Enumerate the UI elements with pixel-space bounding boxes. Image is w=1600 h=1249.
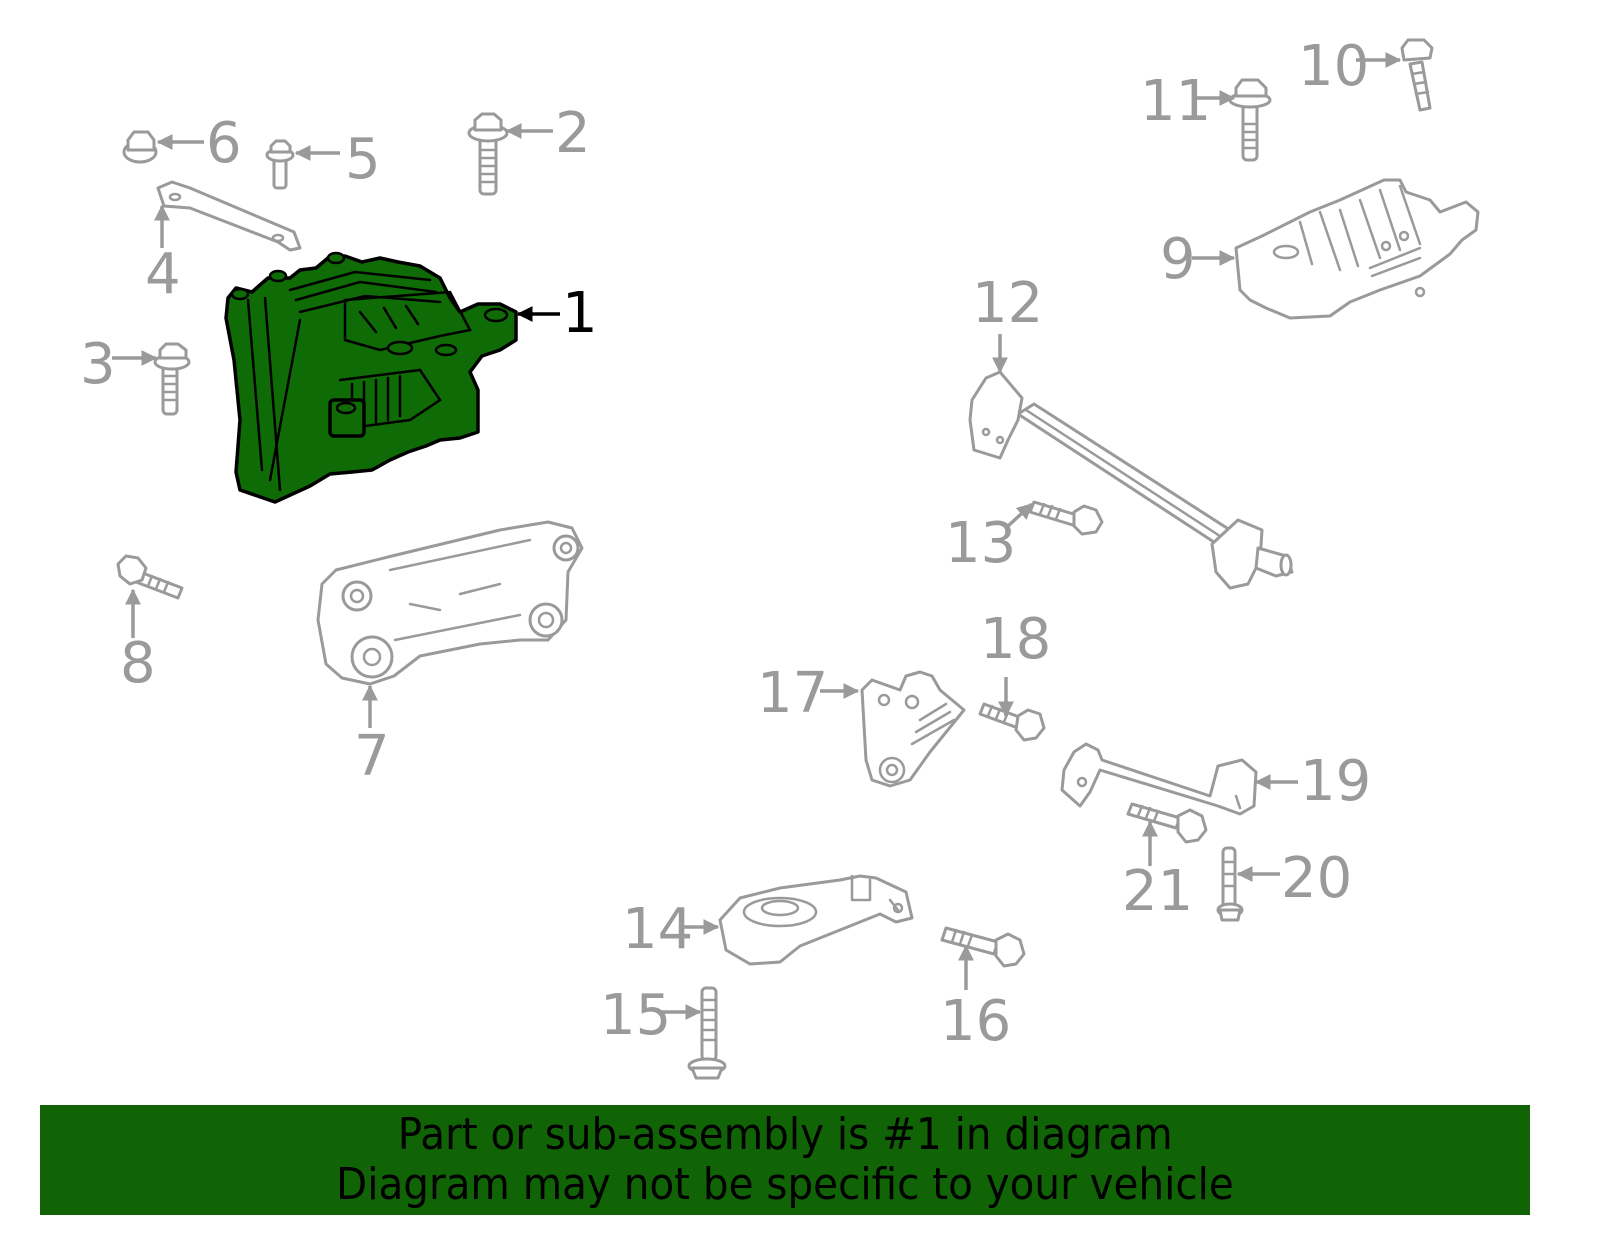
callout-7[interactable]: 7 (354, 724, 390, 789)
part-4-bracket[interactable] (156, 180, 302, 252)
part-9-transmission-mount[interactable] (1234, 178, 1480, 320)
part-10-bolt[interactable] (1400, 38, 1434, 112)
callout-12[interactable]: 12 (972, 271, 1043, 336)
callout-5[interactable]: 5 (345, 127, 381, 192)
callout-17[interactable]: 17 (757, 661, 828, 726)
diagram-notice-banner: Part or sub-assembly is #1 in diagram Di… (40, 1105, 1530, 1215)
part-1-engine-mount[interactable] (224, 251, 518, 504)
callout-20[interactable]: 20 (1281, 846, 1352, 911)
part-12-strut-rod[interactable] (968, 370, 1294, 590)
callout-14[interactable]: 14 (622, 897, 693, 962)
callout-6[interactable]: 6 (206, 111, 242, 176)
callout-labels: 1 2 3 4 5 6 7 8 9 10 11 12 13 14 15 16 1… (80, 34, 1371, 1054)
callout-13[interactable]: 13 (945, 511, 1016, 576)
part-16-bolt[interactable] (940, 926, 1026, 968)
part-17-bracket[interactable] (860, 670, 966, 788)
banner-vehicle-disclaimer: Diagram may not be specific to your vehi… (336, 1159, 1234, 1210)
part-19-torque-strut[interactable] (1060, 742, 1258, 816)
part-3-bolt[interactable] (153, 342, 191, 416)
callout-9[interactable]: 9 (1160, 227, 1196, 292)
callout-8[interactable]: 8 (120, 631, 156, 696)
callout-16[interactable]: 16 (940, 989, 1011, 1054)
part-15-bolt[interactable] (687, 986, 727, 1080)
callout-10[interactable]: 10 (1298, 34, 1369, 99)
callout-15[interactable]: 15 (600, 983, 671, 1048)
part-14-rear-mount[interactable] (718, 874, 914, 966)
callout-11[interactable]: 11 (1140, 69, 1211, 134)
part-20-bolt[interactable] (1216, 846, 1244, 922)
part-5-bolt[interactable] (265, 139, 295, 190)
part-13-bolt[interactable] (1028, 500, 1104, 536)
callout-2[interactable]: 2 (555, 101, 591, 166)
part-11-bolt[interactable] (1228, 78, 1272, 162)
part-18-bolt[interactable] (978, 702, 1046, 742)
callout-18[interactable]: 18 (980, 607, 1051, 672)
part-6-nut[interactable] (122, 130, 158, 164)
callout-19[interactable]: 19 (1300, 749, 1371, 814)
callout-21[interactable]: 21 (1122, 859, 1193, 924)
part-21-bolt[interactable] (1126, 802, 1208, 844)
part-2-bolt[interactable] (467, 112, 509, 196)
callout-3[interactable]: 3 (80, 332, 116, 397)
callout-4[interactable]: 4 (145, 242, 181, 307)
leader-lines (112, 52, 1402, 1020)
callout-1[interactable]: 1 (562, 281, 598, 346)
part-7-mount-bracket[interactable] (316, 520, 584, 686)
banner-part-notice: Part or sub-assembly is #1 in diagram (397, 1109, 1173, 1160)
part-8-bolt[interactable] (116, 554, 184, 600)
